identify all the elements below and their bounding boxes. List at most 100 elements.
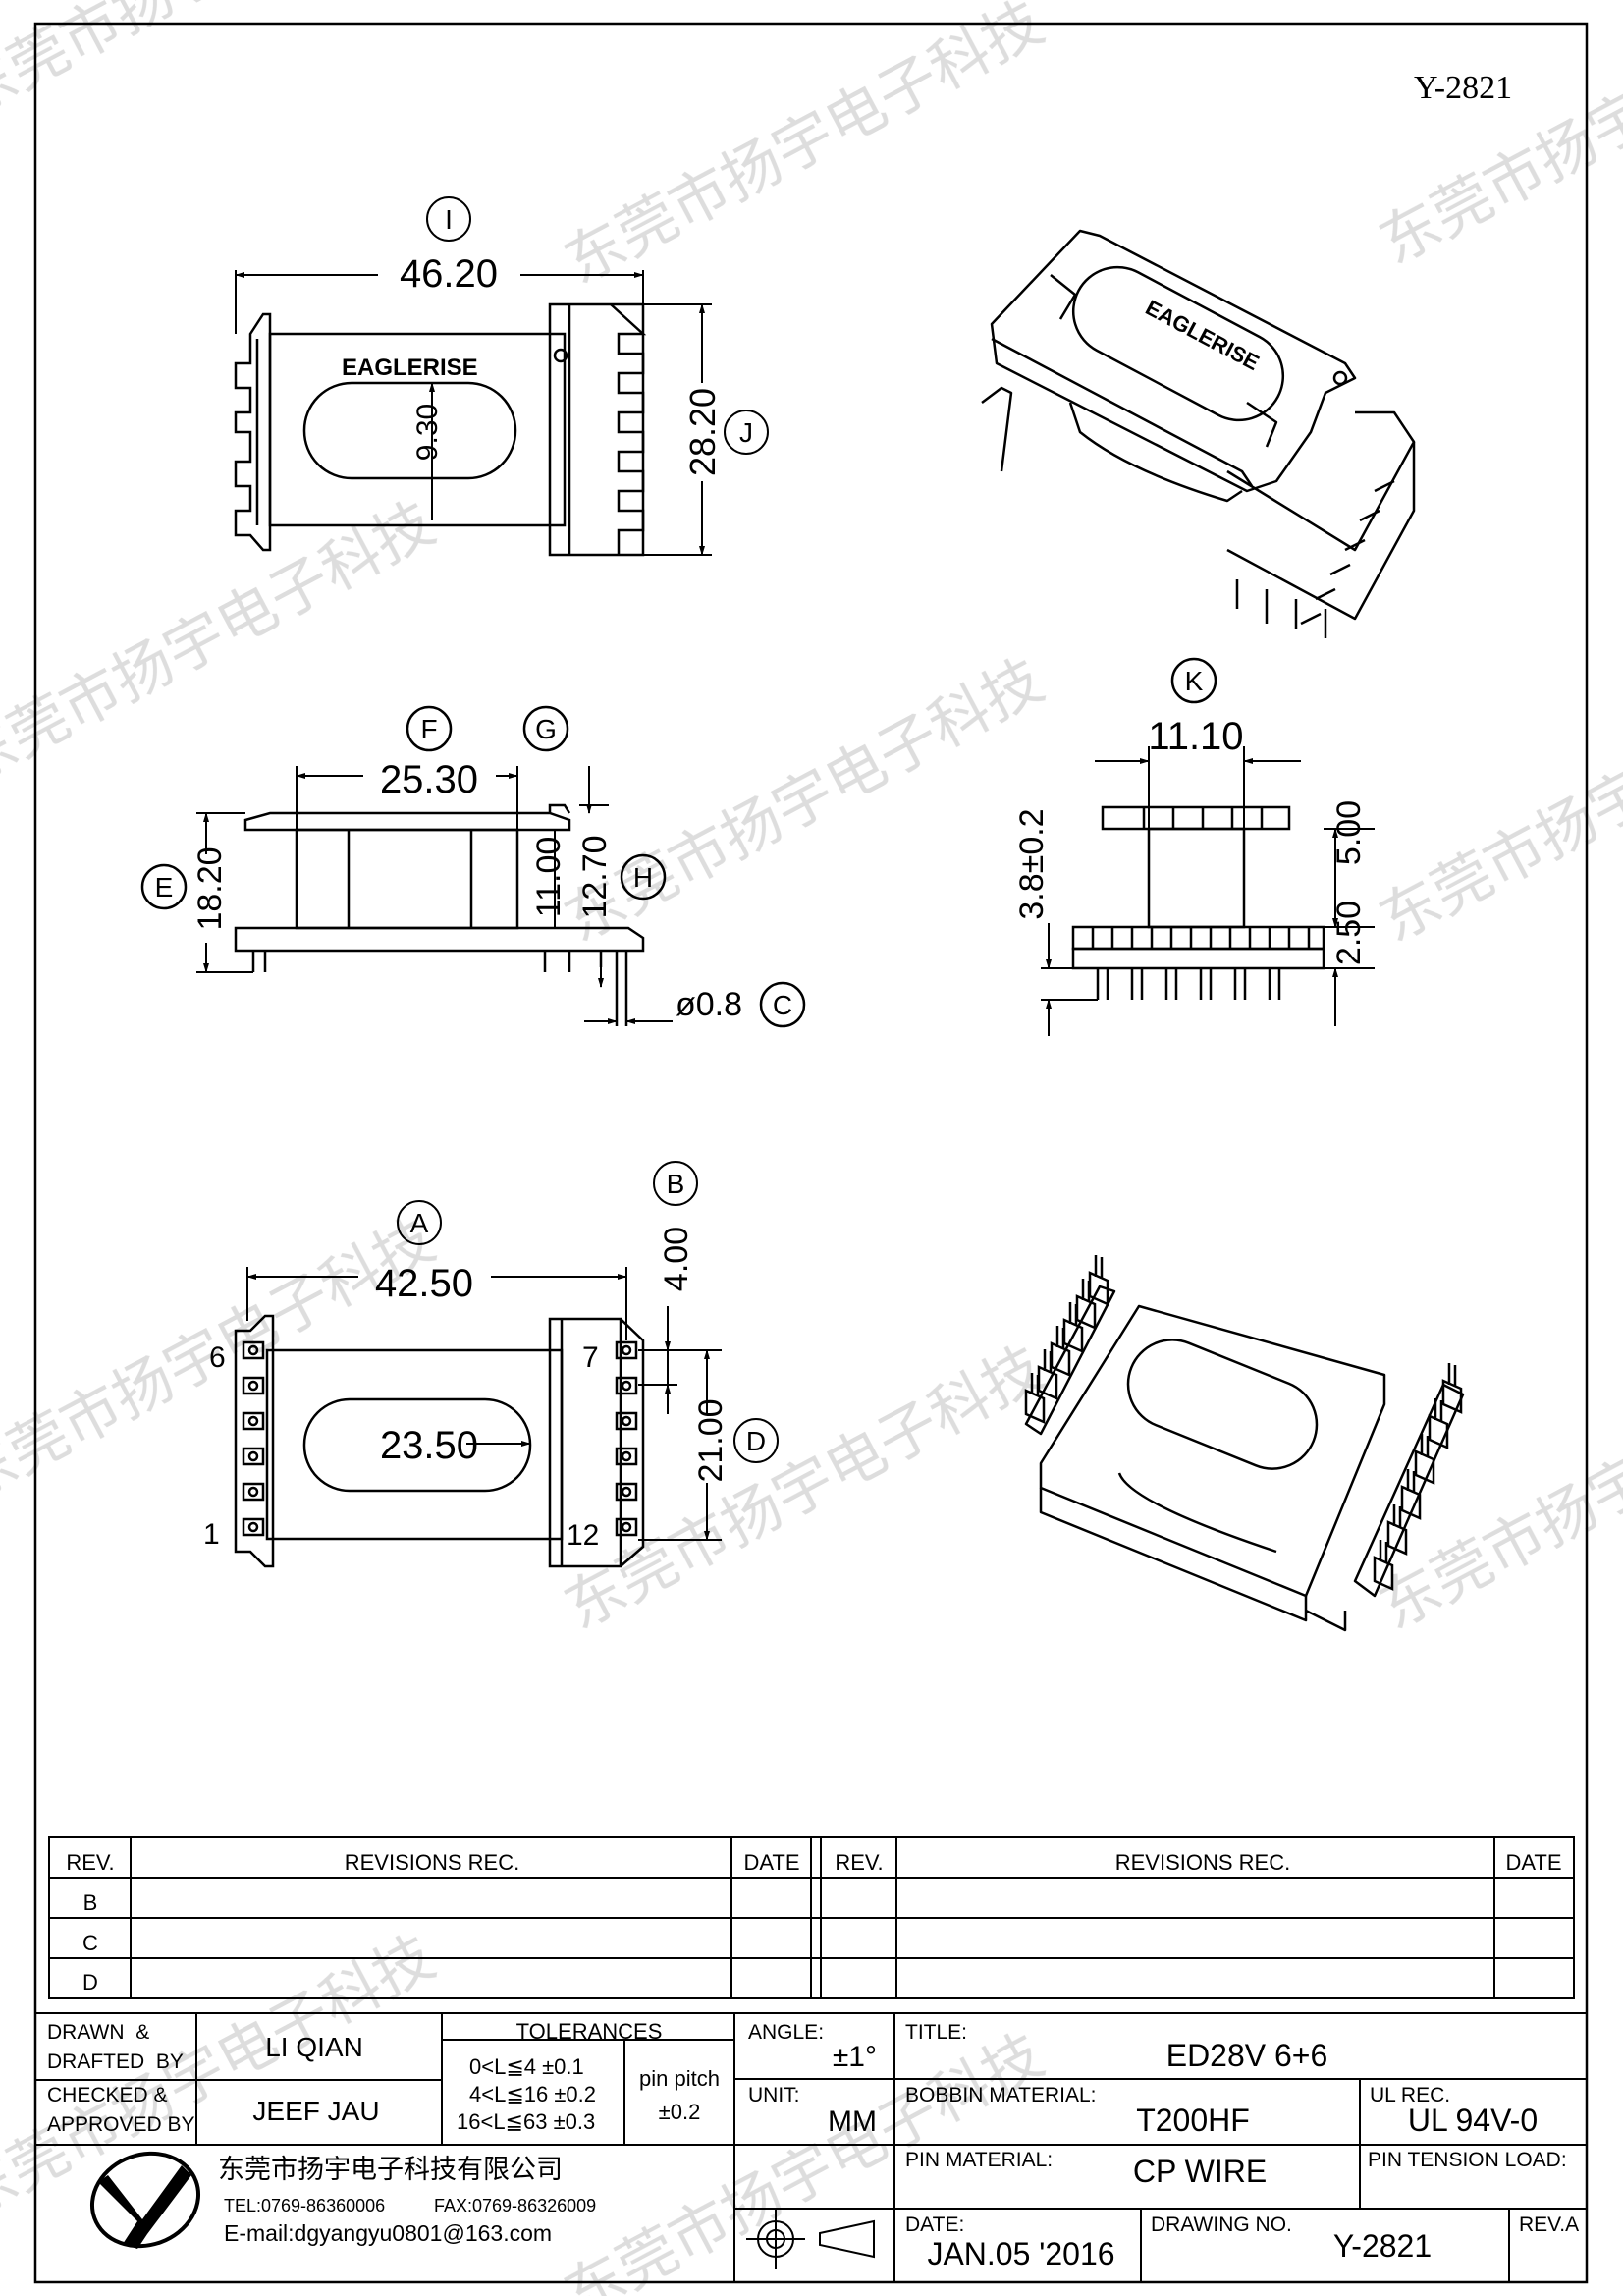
company-name: 东莞市扬宇电子科技有限公司	[218, 2155, 563, 2184]
iso-pin	[1373, 1540, 1394, 1591]
end-view-base-lower	[1071, 947, 1325, 970]
pin-pad	[615, 1482, 638, 1502]
iso-top-slot	[1071, 265, 1285, 422]
projection-symbol-icon	[746, 2210, 875, 2269]
pin-pad	[242, 1447, 265, 1466]
iso-pin	[1050, 1326, 1071, 1377]
checked-label: CHECKED &APPROVED BY	[47, 2084, 195, 2136]
iso-view-top	[981, 229, 1416, 638]
dim-J-label: J	[739, 417, 753, 448]
dim-C-value: ø0.8	[676, 986, 742, 1023]
company-fax: FAX:0769-86326009	[434, 2196, 596, 2215]
revisions-table	[48, 1836, 1575, 1999]
tolerances-label: TOLERANCES	[516, 2019, 663, 2044]
slot-length-value: 23.50	[380, 1424, 478, 1467]
pin-label-7: 7	[582, 1341, 599, 1374]
pin-pitch-value: ±0.2	[659, 2100, 701, 2124]
title-value: ED28V 6+6	[1166, 2038, 1328, 2073]
sheet-border	[33, 22, 1589, 2284]
pin-offset-value: 3.8±0.2	[1013, 808, 1051, 919]
pin-hole	[621, 1521, 632, 1533]
iso-bottom-plate	[1039, 1304, 1386, 1598]
unit-value: MM	[828, 2105, 877, 2138]
dim-E-value: 18.20	[191, 847, 229, 930]
company-email: E-mail:dgyangyu0801@163.com	[224, 2220, 552, 2246]
dim-K-label: K	[1185, 666, 1204, 696]
pin-hole	[621, 1344, 632, 1356]
pin-hole	[621, 1486, 632, 1498]
iso-pin	[1075, 1279, 1097, 1330]
tolerance-1: 0<L≦4 ±0.1	[469, 2054, 584, 2079]
side-view-pins	[251, 951, 628, 1026]
dim-E-balloon	[140, 863, 188, 910]
slot-width-value: 9.30	[411, 404, 444, 461]
tolerance-3: 16<L≦63 ±0.3	[457, 2109, 595, 2134]
unit-label: UNIT:	[748, 2084, 800, 2106]
end-view-base-ticks	[1091, 927, 1311, 949]
rev-rec-header-left: REVISIONS REC.	[345, 1850, 519, 1875]
side-view-core	[295, 828, 519, 930]
title-block-grid	[35, 2012, 1587, 2282]
ul-rec-value: UL 94V-0	[1408, 2103, 1538, 2138]
top-view-right-teeth	[610, 303, 647, 555]
pin-hole	[247, 1450, 259, 1462]
pin-pad	[615, 1517, 638, 1537]
dim-H-value: 12.70	[576, 835, 614, 918]
drawn-by-value: LI QIAN	[265, 2032, 363, 2062]
pin-pad	[242, 1376, 265, 1395]
dim-A-label: A	[410, 1208, 429, 1238]
rev-header-right: REV.	[835, 1850, 883, 1875]
iso-top-core	[1068, 402, 1243, 503]
dim-D-label: D	[746, 1426, 766, 1456]
dim-A-balloon	[397, 1200, 442, 1245]
watermark-text: 东莞市扬宇电子科技	[1370, 0, 1623, 276]
flange-height-value: 5.00	[1330, 800, 1368, 865]
pin-hole	[621, 1380, 632, 1392]
pin-label-1: 1	[203, 1518, 220, 1551]
watermark-text: 东莞市扬宇电子科技	[0, 1924, 445, 2231]
side-view-base	[234, 926, 645, 953]
rev-date-header-left: DATE	[743, 1850, 799, 1875]
company-logo-icon	[89, 2151, 201, 2249]
ul-rec-label: UL REC.	[1370, 2084, 1450, 2106]
watermark-text: 东莞市扬宇电子科技	[1370, 647, 1623, 955]
angle-label: ANGLE:	[748, 2021, 824, 2044]
pin-hole	[621, 1415, 632, 1427]
bottom-view-right-flange	[548, 1317, 622, 1568]
iso-pin	[1062, 1302, 1084, 1353]
side-view	[140, 705, 806, 1028]
pin-material-label: PIN MATERIAL:	[905, 2149, 1053, 2171]
dim-F-label: F	[420, 714, 437, 744]
pin-hole	[247, 1344, 259, 1356]
pin-hole	[247, 1415, 259, 1427]
pin-tension-label: PIN TENSION LOAD:	[1368, 2149, 1567, 2171]
pin-hole	[247, 1380, 259, 1392]
watermark-text: 东莞市扬宇电子科技	[0, 490, 445, 797]
dim-K-balloon	[1170, 657, 1217, 704]
dim-D-balloon	[733, 1418, 779, 1463]
dim-I-label: I	[445, 204, 453, 235]
pin-pad	[242, 1340, 265, 1360]
dim-I-balloon	[426, 196, 471, 242]
drawing-no-label: DRAWING NO.	[1151, 2214, 1292, 2236]
dim-J-value: 28.20	[682, 388, 723, 476]
iso-top-base-lower	[1226, 442, 1416, 621]
top-view-slot	[302, 381, 517, 480]
iso-bottom-pins-right	[1373, 1363, 1463, 1591]
iso-bottom-left-flange	[1024, 1285, 1116, 1436]
iso-pin	[1441, 1363, 1463, 1414]
iso-top-notch-left	[1050, 274, 1077, 320]
pin-pad	[242, 1411, 265, 1431]
top-view-body	[268, 332, 567, 527]
pin-hole	[621, 1450, 632, 1462]
drawn-label: DRAWN &DRAFTED BY	[47, 2021, 184, 2073]
dim-G-balloon	[522, 705, 569, 752]
iso-top-hole	[1332, 370, 1348, 386]
dim-F-balloon	[406, 705, 453, 752]
pin-label-12: 12	[567, 1519, 599, 1552]
side-view-g-tab	[548, 803, 571, 814]
watermark-text: 东莞市扬宇电子科技	[555, 0, 1054, 296]
end-view-dims	[1041, 746, 1375, 1036]
pin-pad	[615, 1376, 638, 1395]
